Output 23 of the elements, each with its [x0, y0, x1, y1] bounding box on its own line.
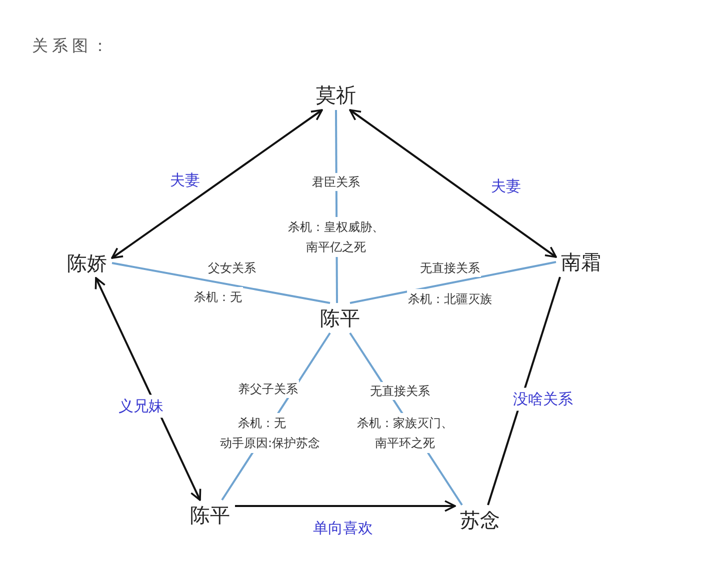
edge-label: 没啥关系 — [512, 388, 574, 410]
person-name: 南霜 — [556, 247, 606, 277]
edge-label: 父女关系 — [207, 259, 257, 277]
edge-label: 无直接关系 — [419, 259, 481, 277]
person-name: 陈平 — [185, 500, 235, 530]
person-name: 陈娇 — [62, 248, 112, 278]
connector-line — [350, 261, 556, 304]
edge-label: 君臣关系 — [311, 173, 361, 191]
connector-line — [94, 277, 202, 501]
edge-label: 无直接关系 — [369, 382, 431, 400]
connector-line — [349, 109, 557, 258]
person-name: 苏念 — [455, 505, 505, 535]
connector-line — [235, 500, 456, 512]
note-text: 动手原因:保护苏念 — [218, 433, 322, 453]
connector-line — [112, 262, 330, 304]
edge-label: 养父子关系 — [237, 380, 299, 398]
note-text: 杀机：无 — [237, 413, 287, 433]
connector-line — [111, 109, 323, 259]
connector-line — [487, 276, 561, 506]
edge-label: 义兄妹 — [118, 394, 164, 418]
person-name: 陈平 — [315, 303, 365, 333]
diagram-title: 关系图： — [32, 35, 112, 57]
person-name: 莫祈 — [311, 80, 361, 110]
